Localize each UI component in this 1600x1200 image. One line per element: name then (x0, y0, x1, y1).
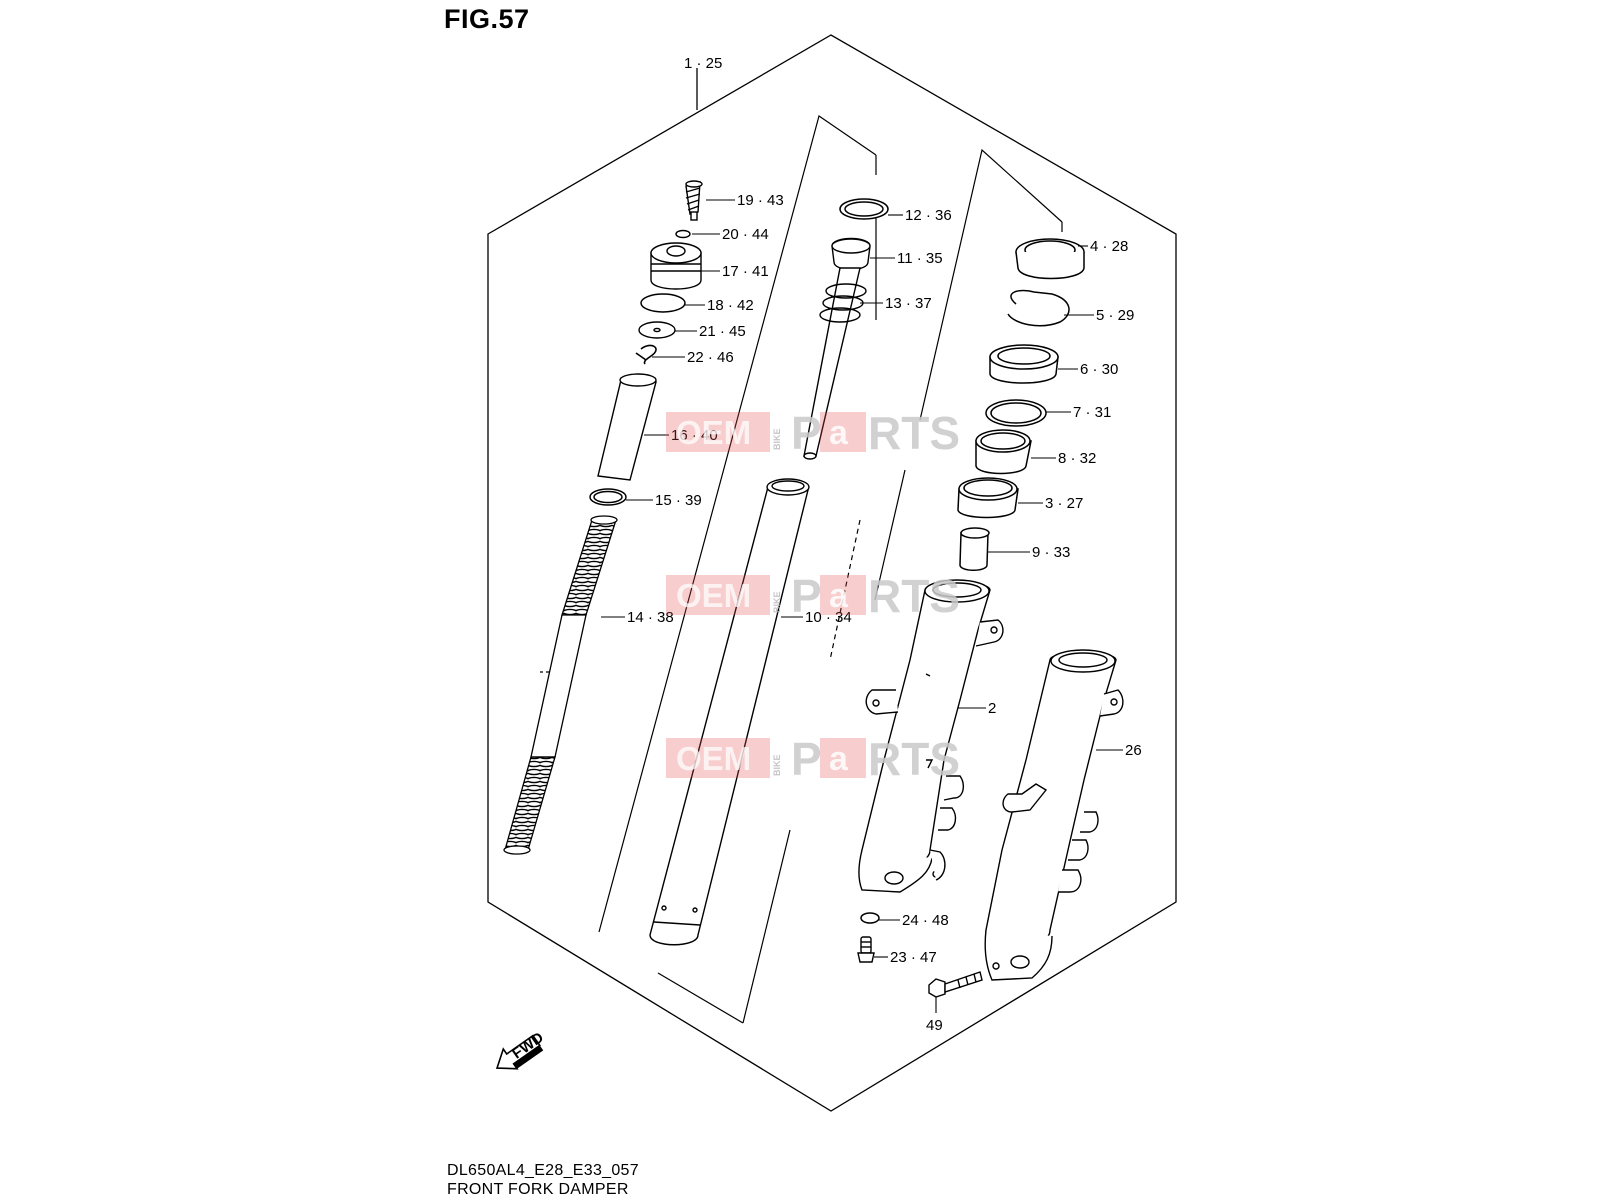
watermark-oem: OEM (676, 740, 751, 777)
callout-7-31: 7 · 31 (1073, 404, 1111, 421)
outer-tube-outline (874, 148, 1063, 601)
watermark-oem: OEM (676, 577, 751, 614)
callout-14-38: 14 · 38 (627, 609, 674, 626)
watermark-bike: BIKE (772, 754, 782, 776)
piston-rod-11 (803, 237, 871, 460)
callout-26: 26 (1125, 742, 1142, 759)
callout-11-35: 11 · 35 (897, 250, 943, 267)
watermark-p: P (791, 570, 822, 622)
callout-3-27: 3 · 27 (1045, 495, 1083, 512)
bushing-12 (839, 198, 889, 220)
guide-bush-8 (975, 429, 1032, 475)
callout-17-41: 17 · 41 (722, 263, 769, 280)
callout-19-43: 19 · 43 (737, 192, 784, 209)
watermark-a: a (829, 740, 849, 778)
callout-24-48: 24 · 48 (902, 912, 949, 929)
forward-arrow-icon: FWD (495, 1029, 547, 1070)
callout-1-25: 1 · 25 (684, 55, 722, 72)
oil-seal-6 (989, 344, 1059, 384)
callout-6-30: 6 · 30 (1080, 361, 1118, 378)
figure-code: DL650AL4_E28_E33_057 (447, 1162, 639, 1179)
outer-tube-2 (858, 579, 1004, 893)
fork-cap-bolt-19 (685, 180, 703, 221)
callout-9-33: 9 · 33 (1032, 544, 1070, 561)
o-ring-20 (675, 229, 691, 239)
clip-22 (635, 344, 657, 365)
adjuster-cap-17 (650, 242, 702, 290)
callout-20-44: 20 · 44 (722, 226, 769, 243)
callout-15-39: 15 · 39 (655, 492, 702, 509)
inner-cylinder-outline (598, 115, 877, 1024)
watermark-1: OEM BIKE P a RTS (666, 407, 960, 459)
callout-2: 2 (988, 700, 996, 717)
watermark-oem: OEM (676, 414, 751, 451)
damper-bolt-23 (857, 936, 875, 963)
gasket-24 (860, 912, 880, 924)
callout-49: 49 (926, 1017, 943, 1034)
callout-labels: 1 · 25 19 · 43 20 · 44 17 · 41 18 · 42 2… (627, 55, 1142, 1034)
watermark-2: OEM BIKE P a RTS (666, 570, 960, 622)
watermark-a: a (829, 577, 849, 615)
callout-13-37: 13 · 37 (885, 295, 932, 312)
watermark-bike: BIKE (772, 428, 782, 450)
callout-5-29: 5 · 29 (1096, 307, 1134, 324)
callout-4-28: 4 · 28 (1090, 238, 1128, 255)
watermark-bike: BIKE (772, 591, 782, 613)
washer-15 (589, 488, 627, 506)
ring-13 (819, 283, 867, 323)
leader-lines (601, 199, 1123, 1013)
axle-bolt-49 (928, 971, 983, 998)
stopper-ring-5 (1007, 289, 1070, 327)
callout-16-40: 16 · 40 (671, 427, 718, 444)
spacer-16 (597, 373, 657, 481)
callout-23-47: 23 · 47 (890, 949, 937, 966)
oil-lock-piece-9 (959, 527, 990, 571)
fork-spring-14 (503, 515, 618, 855)
watermark-rts: RTS (868, 407, 960, 459)
inner-tube-10 (649, 478, 810, 946)
callout-21-45: 21 · 45 (699, 323, 746, 340)
callout-18-42: 18 · 42 (707, 297, 754, 314)
watermark-rts: RTS (868, 570, 960, 622)
watermark-p: P (791, 407, 822, 459)
slide-bush-3 (957, 477, 1019, 519)
watermark-p: P (791, 733, 822, 785)
callout-10-34: 10 · 34 (805, 609, 852, 626)
outer-tube-26 (984, 649, 1124, 981)
watermark-3: OEM BIKE P a RTS (666, 733, 960, 785)
dust-seal-4 (1015, 238, 1085, 280)
callout-12-36: 12 · 36 (905, 207, 952, 224)
washer-7 (985, 399, 1047, 427)
watermark-a: a (829, 414, 849, 452)
watermark-rts: RTS (868, 733, 960, 785)
o-ring-18 (640, 293, 686, 313)
callout-22-46: 22 · 46 (687, 349, 734, 366)
figure-caption: FRONT FORK DAMPER (447, 1181, 629, 1198)
figure-title: FIG.57 (444, 4, 530, 34)
washer-21 (638, 321, 676, 339)
callout-8-32: 8 · 32 (1058, 450, 1096, 467)
assembly-outline (487, 34, 1177, 1112)
